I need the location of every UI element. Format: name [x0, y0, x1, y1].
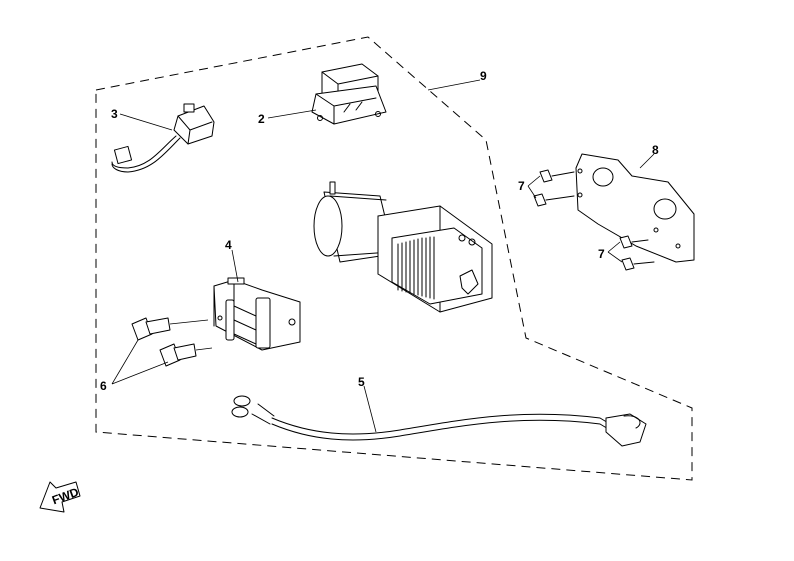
forward-direction-arrow: FWD — [39, 481, 81, 513]
winch-assembly — [313, 181, 493, 313]
clutch-lever — [459, 269, 479, 295]
relay-part-2 — [311, 63, 387, 125]
assembly-boundary-outline — [95, 36, 693, 481]
winch-drum-cable — [397, 236, 435, 300]
bolts-part-7-upper — [533, 169, 575, 207]
mounting-plate-part-8 — [575, 153, 695, 263]
callout-5: 5 — [358, 375, 365, 389]
callout-7-lower: 7 — [598, 247, 605, 261]
battery-cable-part-5 — [231, 395, 647, 447]
callout-3: 3 — [111, 107, 118, 121]
switch-module-part-3 — [111, 103, 215, 173]
callout-2: 2 — [258, 112, 265, 126]
bolts-part-6 — [131, 317, 213, 367]
leader-lines — [111, 79, 655, 433]
callout-9: 9 — [480, 69, 487, 83]
callout-4: 4 — [225, 238, 232, 252]
roller-fairlead-part-4 — [213, 277, 301, 351]
callout-6: 6 — [100, 379, 107, 393]
bolts-part-7-lower — [619, 235, 655, 271]
callout-8: 8 — [652, 143, 659, 157]
callout-7-upper: 7 — [518, 179, 525, 193]
